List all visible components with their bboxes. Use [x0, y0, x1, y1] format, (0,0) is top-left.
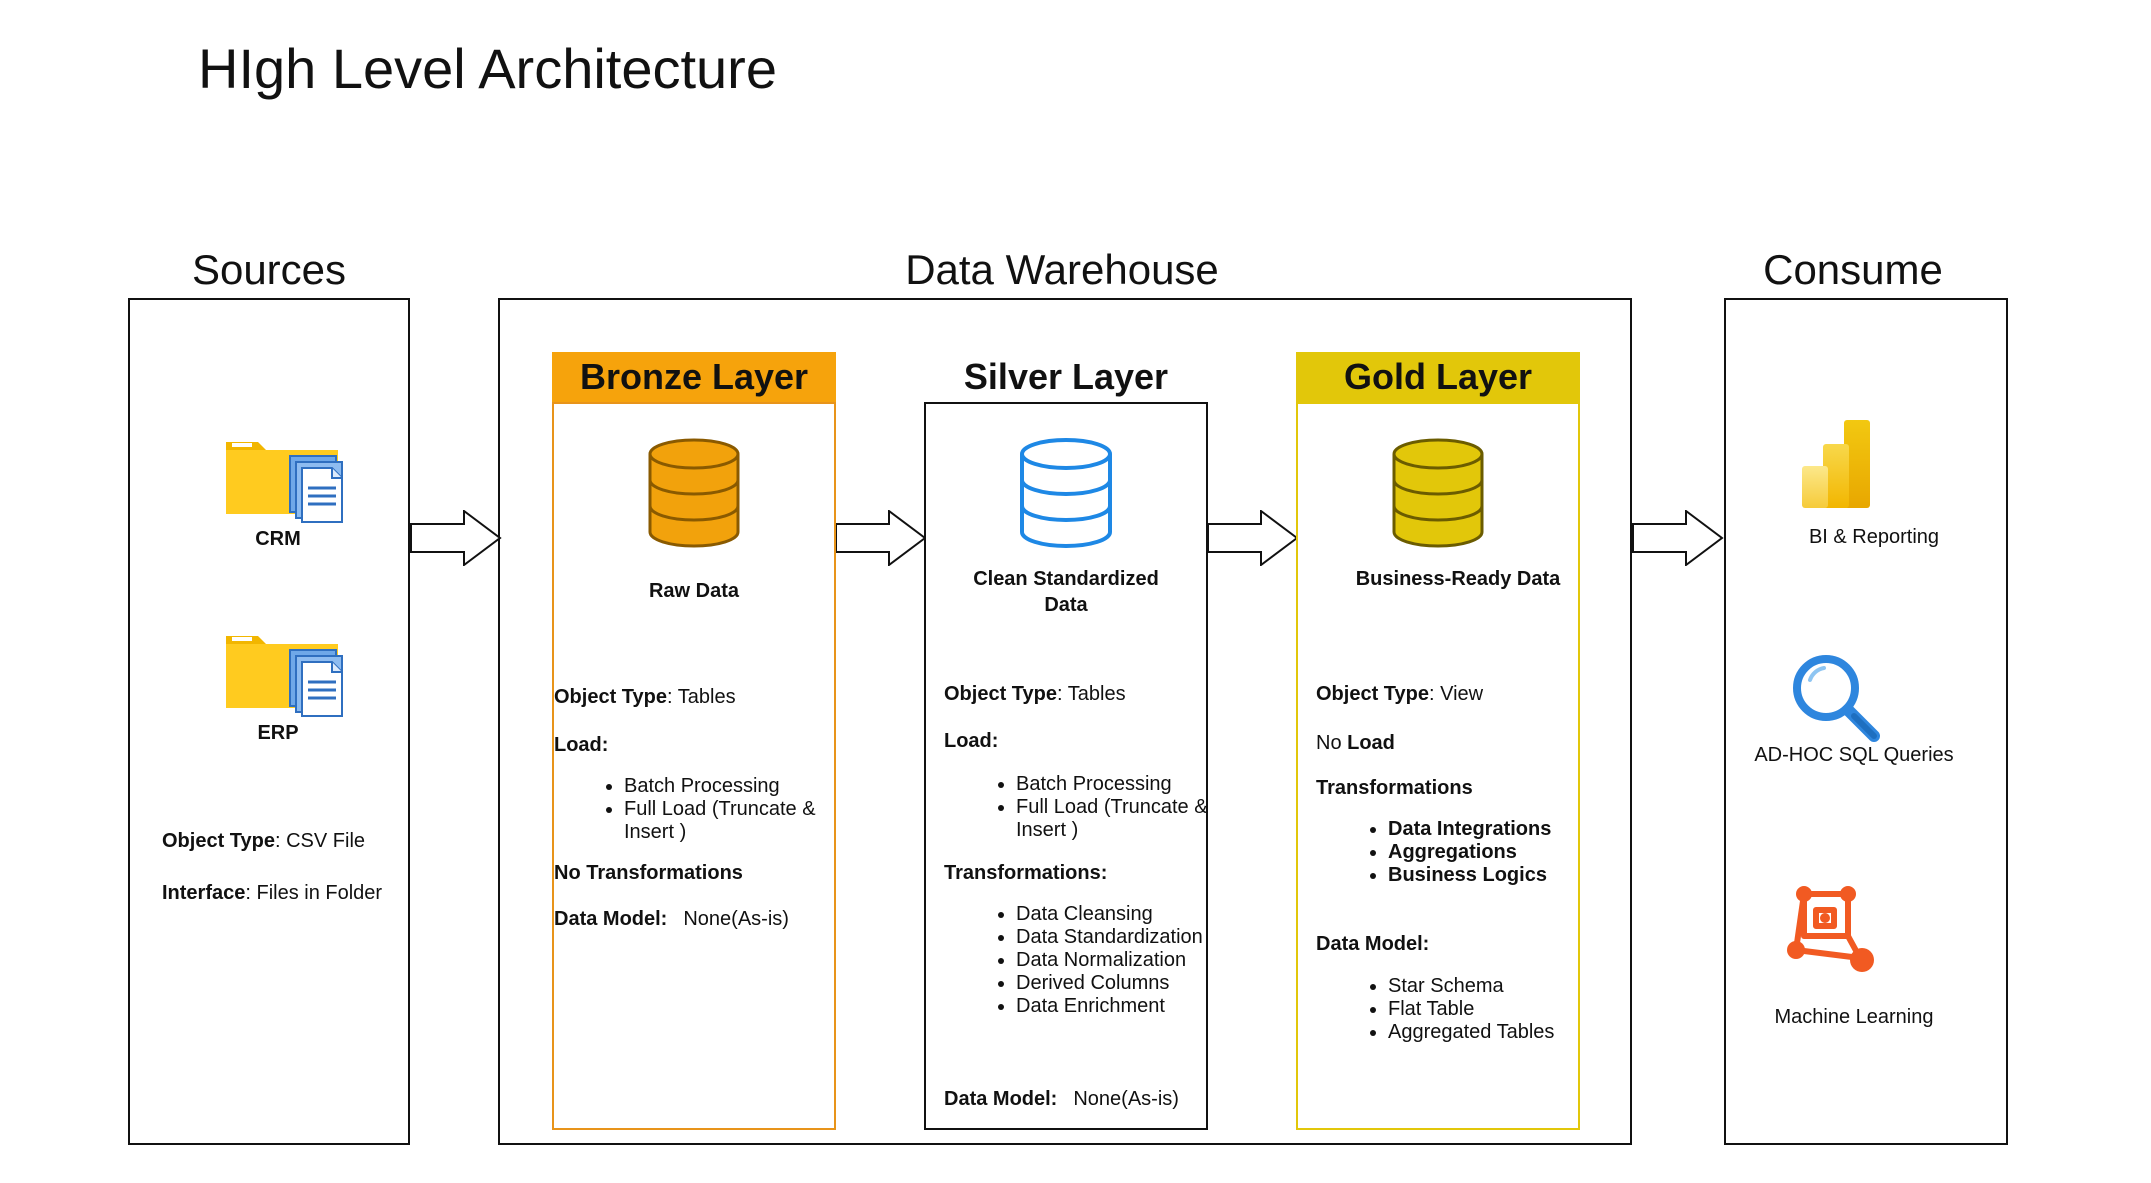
gold-object-type: Object Type: View — [1316, 681, 1483, 707]
gold-transformations-list: Data Integrations Aggregations Business … — [1366, 818, 1588, 887]
object-type-label: Object Type — [944, 683, 1057, 705]
bronze-load-list: Batch Processing Full Load (Truncate & I… — [602, 775, 844, 844]
list-item: Data Cleansing — [1016, 903, 1206, 926]
data-model-label: Data Model: — [944, 1088, 1058, 1110]
list-item: Business Logics — [1388, 864, 1588, 887]
list-item: Batch Processing — [624, 775, 844, 798]
list-item: Full Load (Truncate & Insert ) — [1016, 796, 1216, 842]
silver-transformations-label: Transformations: — [944, 862, 1108, 884]
consume-heading: Consume — [1763, 246, 1943, 293]
object-type-label: Object Type — [162, 830, 275, 852]
list-item: Data Enrichment — [1016, 995, 1206, 1018]
list-item: Aggregations — [1388, 841, 1588, 864]
magnifier-icon — [1790, 652, 1882, 749]
silver-load-list: Batch Processing Full Load (Truncate & I… — [994, 773, 1216, 842]
flow-arrow — [1632, 510, 1724, 566]
list-item: Flat Table — [1388, 998, 1588, 1021]
object-type-label: Object Type — [1316, 683, 1429, 705]
source-label-crm: CRM — [255, 528, 301, 550]
gold-transformations-label: Transformations — [1316, 777, 1473, 799]
list-item: Data Standardization — [1016, 926, 1206, 949]
consume-label-ml: Machine Learning — [1774, 1006, 1934, 1028]
data-model-value: None(As-is) — [683, 908, 789, 930]
list-item: Data Normalization — [1016, 949, 1206, 972]
load-prefix: No — [1316, 732, 1348, 754]
flow-arrow — [410, 510, 502, 566]
object-type-value: : Tables — [1057, 683, 1126, 705]
database-icon — [1390, 438, 1486, 555]
load-label: Load — [1347, 732, 1395, 754]
silver-layer-title: Silver Layer — [924, 352, 1208, 404]
list-item: Aggregated Tables — [1388, 1021, 1588, 1044]
database-icon — [646, 438, 742, 555]
silver-caption: Clean Standardized Data — [973, 568, 1159, 616]
page-title: HIgh Level Architecture — [198, 37, 777, 100]
interface-value: : Files in Folder — [245, 882, 383, 904]
machine-learning-icon — [1786, 880, 1882, 979]
silver-load-label: Load: — [944, 730, 999, 752]
warehouse-heading: Data Warehouse — [905, 246, 1219, 293]
consume-label-bi: BI & Reporting — [1808, 526, 1940, 548]
silver-transformations-list: Data Cleansing Data Standardization Data… — [994, 903, 1206, 1018]
gold-load: No Load — [1316, 730, 1395, 756]
object-type-value: : View — [1429, 683, 1484, 705]
folder-documents-icon — [224, 630, 350, 723]
bronze-load-label: Load: — [554, 734, 609, 756]
data-model-label: Data Model: — [554, 908, 668, 930]
list-item: Star Schema — [1388, 975, 1588, 998]
folder-documents-icon — [224, 436, 350, 529]
list-item: Batch Processing — [1016, 773, 1216, 796]
interface-label: Interface — [162, 882, 246, 904]
consume-label-sql: AD-HOC SQL Queries — [1754, 744, 1954, 766]
flow-arrow — [835, 510, 927, 566]
sources-heading: Sources — [191, 246, 347, 293]
data-model-value: None(As-is) — [1073, 1088, 1179, 1110]
bronze-layer-title: Bronze Layer — [552, 352, 836, 404]
bronze-caption: Raw Data — [648, 580, 740, 602]
gold-layer-title: Gold Layer — [1296, 352, 1580, 404]
sources-interface: Interface: Files in Folder — [162, 880, 382, 906]
bronze-transformations: No Transformations — [554, 862, 743, 884]
sources-object-type: Object Type: CSV File — [162, 828, 365, 854]
object-type-label: Object Type — [554, 686, 667, 708]
list-item: Data Integrations — [1388, 818, 1588, 841]
gold-caption: Business-Ready Data — [1355, 568, 1561, 590]
list-item: Full Load (Truncate & Insert ) — [624, 798, 844, 844]
object-type-value: : Tables — [667, 686, 736, 708]
power-bi-icon — [1800, 418, 1874, 515]
silver-data-model: Data Model: None(As-is) — [944, 1086, 1179, 1112]
database-icon — [1018, 438, 1114, 555]
list-item: Derived Columns — [1016, 972, 1206, 995]
silver-object-type: Object Type: Tables — [944, 681, 1126, 707]
bronze-object-type: Object Type: Tables — [554, 684, 736, 710]
flow-arrow — [1207, 510, 1299, 566]
object-type-value: : CSV File — [275, 830, 366, 852]
gold-data-model-label: Data Model: — [1316, 933, 1430, 955]
gold-data-model-list: Star Schema Flat Table Aggregated Tables — [1366, 975, 1588, 1044]
sources-panel — [128, 298, 410, 1145]
source-label-erp: ERP — [257, 722, 299, 744]
bronze-data-model: Data Model: None(As-is) — [554, 906, 789, 932]
